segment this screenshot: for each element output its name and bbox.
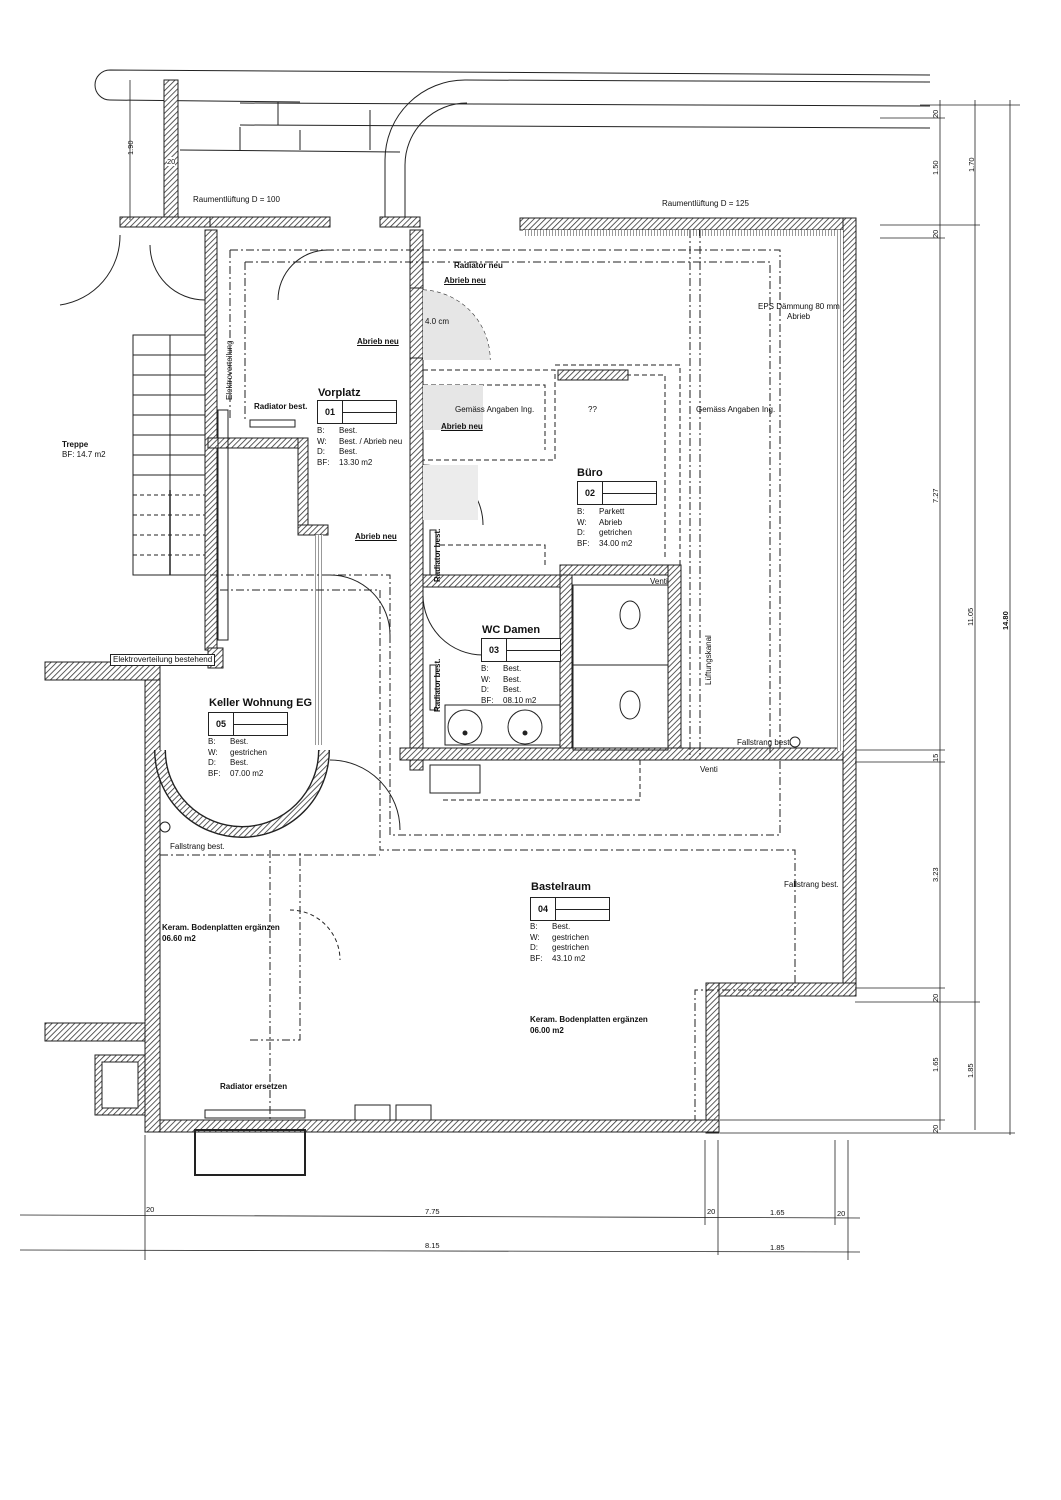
radiator-existing-label: Radiator best. bbox=[433, 658, 442, 712]
insulation-label: EPS Dämmung 80 mm bbox=[758, 302, 840, 311]
dimension-label: 20 bbox=[707, 1207, 716, 1216]
electrical-existing-label: Elektroverteilung bestehend bbox=[110, 654, 216, 666]
insulation bbox=[837, 236, 843, 751]
fixtures bbox=[159, 409, 801, 1121]
dimension-label: 1.65 bbox=[770, 1208, 785, 1217]
tile-note-label: Keram. Bodenplatten ergänzen bbox=[162, 923, 280, 932]
room-number-box: 01 bbox=[317, 400, 397, 424]
dimension-label: 1.85 bbox=[770, 1243, 785, 1252]
plaster-label: Abrieb bbox=[787, 312, 811, 321]
dimension-label: 15 bbox=[931, 753, 940, 762]
radiator-new-label: Radiator neu bbox=[454, 261, 503, 270]
insulation bbox=[315, 535, 323, 745]
room-number: 02 bbox=[578, 482, 603, 504]
radiator-replace-label: Radiator ersetzen bbox=[220, 1082, 288, 1091]
thickness-label: 4.0 cm bbox=[425, 317, 450, 326]
dimension-label: 20 bbox=[931, 1124, 940, 1133]
room-number-box: 03 bbox=[481, 638, 561, 662]
stairs-label: Treppe bbox=[62, 440, 89, 449]
room-number: 01 bbox=[318, 401, 343, 423]
room-number-box: 05 bbox=[208, 712, 288, 736]
engineer-note-label: Gemäss Angaben Ing. bbox=[455, 405, 535, 414]
room-name: Büro bbox=[577, 467, 603, 479]
room-properties: B:Best. W:gestrichen D:Best. BF:07.00 m2 bbox=[208, 737, 267, 778]
dimension-label: 20 bbox=[146, 1205, 155, 1214]
dimension-label: 1.50 bbox=[931, 160, 940, 175]
service-lines bbox=[160, 230, 796, 1120]
room-properties: B:Best. W:Best. / Abrieb neu D:Best. BF:… bbox=[317, 426, 403, 467]
drain-pipe-label: Fallstrang best. bbox=[170, 842, 225, 851]
vent-label: Venti bbox=[650, 577, 668, 586]
dimension-label: 20 bbox=[837, 1209, 846, 1218]
room-properties: B:Parkett W:Abrieb D:getrichen BF:34.00 … bbox=[577, 507, 633, 548]
plaster-new-label: Abrieb neu bbox=[444, 276, 486, 285]
dimension-label: 14.80 bbox=[1001, 611, 1010, 630]
radiator-existing-label: Radiator best. bbox=[254, 402, 308, 411]
tile-note-label: Keram. Bodenplatten ergänzen bbox=[530, 1015, 648, 1024]
room-name: Vorplatz bbox=[318, 387, 361, 399]
room-number-box: 04 bbox=[530, 897, 610, 921]
plaster-new-label: Abrieb neu bbox=[441, 422, 483, 431]
vent-label: Venti bbox=[700, 765, 718, 774]
tile-note-area: 06.60 m2 bbox=[162, 934, 196, 943]
room-name: Bastelraum bbox=[531, 881, 591, 893]
stairs-area: BF: 14.7 m2 bbox=[62, 450, 106, 459]
dimension-label: 1.90 bbox=[126, 140, 135, 155]
unknown-dimension-label: ?? bbox=[588, 405, 597, 414]
room-number: 04 bbox=[531, 898, 556, 920]
dimension-label: 20 bbox=[931, 229, 940, 238]
dimension-label: 7.75 bbox=[425, 1207, 440, 1216]
radiator-existing-label: Radiator best. bbox=[433, 528, 442, 582]
exterior-walkway bbox=[94, 69, 931, 218]
engineer-note-label: Gemäss Angaben Ing. bbox=[696, 405, 776, 414]
dimension-label: 3.23 bbox=[931, 867, 940, 882]
room-number: 03 bbox=[482, 639, 507, 661]
stairs bbox=[132, 334, 206, 576]
plaster-new-label: Abrieb neu bbox=[357, 337, 399, 346]
drain-pipe-label: Fallstrang best. bbox=[784, 880, 839, 889]
plaster-new-label: Abrieb neu bbox=[355, 532, 397, 541]
room-properties: B:Best. W:gestrichen D:gestrichen BF:43.… bbox=[530, 922, 589, 963]
dimension-label: 1.70 bbox=[967, 157, 976, 172]
wall bbox=[163, 79, 179, 221]
dimension-label: 20 bbox=[931, 993, 940, 1002]
dimension-label: 20 bbox=[167, 157, 176, 166]
room-name: Keller Wohnung EG bbox=[209, 697, 313, 709]
dimension-label: 1.65 bbox=[931, 1057, 940, 1072]
insulation bbox=[523, 230, 843, 236]
ventilation-duct-label: Lüftungskanal bbox=[704, 635, 713, 685]
room-number-box: 02 bbox=[577, 481, 657, 505]
dimension-label: 11.05 bbox=[966, 607, 975, 626]
tile-note-area: 06.00 m2 bbox=[530, 1026, 564, 1035]
walls bbox=[44, 216, 857, 1176]
dimension-lines bbox=[19, 80, 1020, 1260]
dimension-label: 7.27 bbox=[931, 488, 940, 503]
electrical-distribution-label: Elektroverteilung bbox=[225, 340, 234, 400]
room-name: WC Damen bbox=[482, 624, 541, 636]
room-properties: B:Best. W:Best. D:Best. BF:08.10 m2 bbox=[481, 664, 537, 705]
room-number: 05 bbox=[209, 713, 234, 735]
dimension-label: 8.15 bbox=[425, 1241, 440, 1250]
drain-pipe-label: Fallstrang best. bbox=[737, 738, 792, 747]
ventilation-label-125: Raumentlüftung D = 125 bbox=[662, 199, 749, 208]
dimension-label: 1.85 bbox=[966, 1063, 975, 1078]
dimension-label: 20 bbox=[931, 109, 940, 118]
ventilation-label-100: Raumentlüftung D = 100 bbox=[193, 195, 280, 204]
